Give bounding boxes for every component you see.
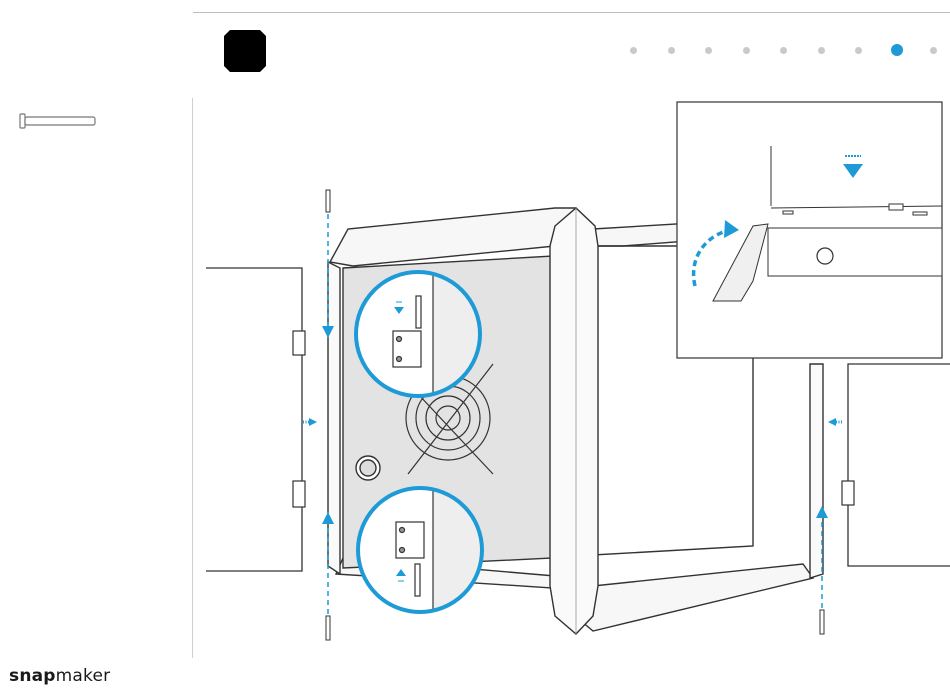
detail-callout-bottom — [358, 488, 483, 618]
progress-dot[interactable] — [743, 47, 750, 54]
progress-dot[interactable] — [855, 47, 862, 54]
step-progress-dots — [630, 44, 950, 58]
progress-dot-active[interactable] — [891, 44, 903, 56]
progress-dot[interactable] — [930, 47, 937, 54]
screw-icon — [0, 100, 190, 140]
step-number-badge — [224, 30, 266, 72]
inset-detail-box — [677, 102, 942, 358]
progress-dot[interactable] — [668, 47, 675, 54]
left-door-panel — [206, 268, 305, 571]
progress-dot[interactable] — [818, 47, 825, 54]
right-door-panel — [842, 364, 950, 566]
progress-dot[interactable] — [780, 47, 787, 54]
brand-logo: snapmaker — [9, 666, 110, 686]
assembly-illustration — [193, 96, 950, 666]
progress-dot[interactable] — [705, 47, 712, 54]
progress-dot[interactable] — [630, 47, 637, 54]
parts-panel — [0, 100, 190, 180]
header-rule — [193, 12, 950, 13]
